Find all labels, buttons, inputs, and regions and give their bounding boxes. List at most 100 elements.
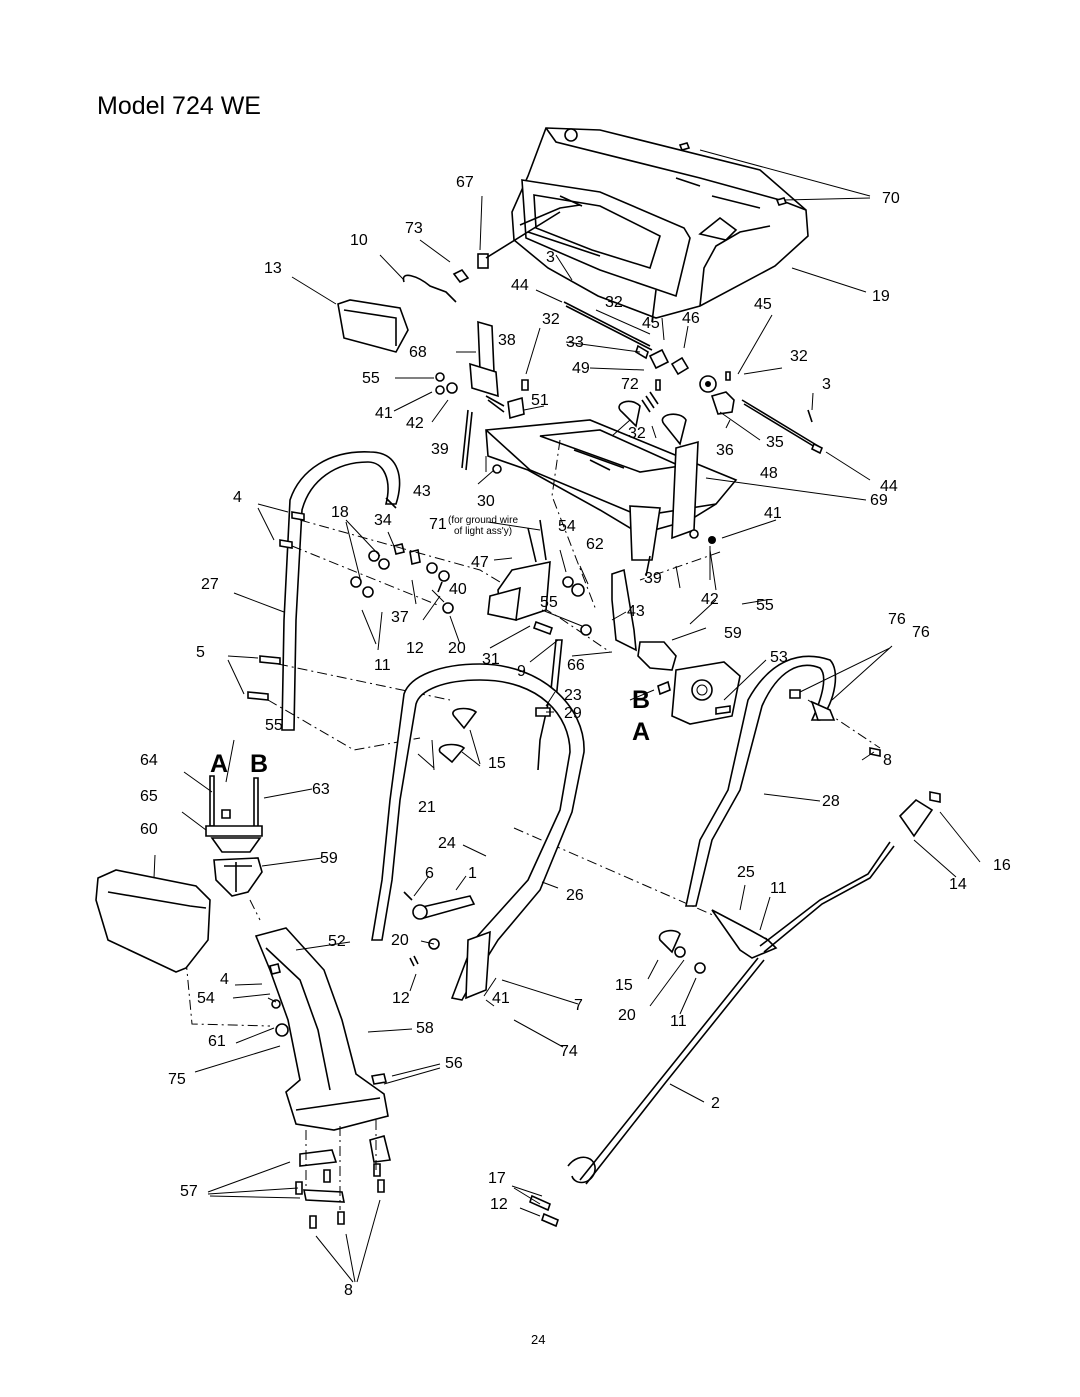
upper-handle-right: [685, 655, 881, 907]
callout-54: 54: [197, 990, 215, 1007]
callout-69: 69: [870, 492, 888, 509]
ground-wire-note-line2: of light ass'y): [453, 526, 513, 537]
callout-73: 73: [405, 220, 423, 237]
callout-15: 15: [615, 977, 633, 994]
callout-9: 9: [517, 663, 526, 680]
callout-28: 28: [822, 793, 840, 810]
callout-39: 39: [644, 570, 662, 587]
callout-18: 18: [331, 504, 349, 521]
callout-76: 76: [888, 611, 906, 628]
callout-26: 26: [566, 887, 584, 904]
screw-70: [678, 142, 788, 206]
callout-5: 5: [196, 644, 205, 661]
callout-8: 8: [883, 752, 892, 769]
callout-49: 49: [572, 360, 590, 377]
callout-76: 76: [912, 624, 930, 641]
callout-54: 54: [558, 518, 576, 535]
light-switch: [402, 211, 561, 303]
callout-7: 7: [574, 997, 583, 1014]
chute-control-rod: [529, 791, 941, 1228]
callout-64: 64: [140, 752, 158, 769]
callout-59: 59: [724, 625, 742, 642]
callout-55: 55: [265, 717, 283, 734]
pivot-plate: [637, 641, 741, 725]
view-letter-a: A: [632, 718, 651, 746]
discharge-chute: [254, 927, 389, 1131]
callout-34: 34: [374, 512, 392, 529]
callout-20: 20: [448, 640, 466, 657]
callout-4: 4: [233, 489, 242, 506]
callout-58: 58: [416, 1020, 434, 1037]
callout-15: 15: [488, 755, 506, 772]
callout-55: 55: [362, 370, 380, 387]
callout-47: 47: [471, 554, 489, 571]
callout-12: 12: [406, 640, 424, 657]
crank-shaft: [403, 891, 476, 967]
callout-41: 41: [492, 990, 510, 1007]
callout-35: 35: [766, 434, 784, 451]
callout-32: 32: [605, 294, 623, 311]
chute-base-clamps: [295, 1120, 391, 1229]
callout-leaders: [153, 149, 981, 1283]
callout-40: 40: [449, 581, 467, 598]
callout-25: 25: [737, 864, 755, 881]
callout-61: 61: [208, 1033, 226, 1050]
callout-33: 33: [566, 334, 584, 351]
callout-42: 42: [406, 415, 424, 432]
shift-rods: [563, 301, 824, 455]
callout-30: 30: [477, 493, 495, 510]
callout-42: 42: [701, 591, 719, 608]
upper-small-parts: [435, 320, 813, 471]
callout-65: 65: [140, 788, 158, 805]
callout-74: 74: [560, 1043, 578, 1060]
callout-67: 67: [456, 174, 474, 191]
callout-13: 13: [264, 260, 282, 277]
callout-6: 6: [425, 865, 434, 882]
callout-32: 32: [790, 348, 808, 365]
chute-deflector: [95, 775, 263, 973]
view-letter-a: A: [210, 750, 229, 778]
callout-62: 62: [586, 536, 604, 553]
callout-17: 17: [488, 1170, 506, 1187]
ground-wire-note-line1: (for ground wire: [448, 515, 519, 526]
callout-46: 46: [682, 310, 700, 327]
callout-20: 20: [391, 932, 409, 949]
callout-55: 55: [756, 597, 774, 614]
callout-56: 56: [445, 1055, 463, 1072]
callout-45: 45: [642, 315, 660, 332]
callout-21: 21: [418, 799, 436, 816]
callout-53: 53: [770, 649, 788, 666]
lamp-housing: [337, 299, 409, 353]
callout-37: 37: [391, 609, 409, 626]
dashboard-panel: [485, 419, 738, 577]
callout-55: 55: [540, 594, 558, 611]
callout-16: 16: [993, 857, 1011, 874]
callout-43: 43: [627, 603, 645, 620]
callout-19: 19: [872, 288, 890, 305]
page-number: 24: [531, 1332, 546, 1347]
callout-32: 32: [628, 425, 646, 442]
callout-68: 68: [409, 344, 427, 361]
callout-38: 38: [498, 332, 516, 349]
callout-10: 10: [350, 232, 368, 249]
callout-24: 24: [438, 835, 456, 852]
callout-11: 11: [770, 880, 787, 897]
callout-59: 59: [320, 850, 338, 867]
callout-27: 27: [201, 576, 219, 593]
callout-1: 1: [468, 865, 477, 882]
callout-43: 43: [413, 483, 431, 500]
callout-75: 75: [168, 1071, 186, 1088]
callout-66: 66: [567, 657, 585, 674]
callout-20: 20: [618, 1007, 636, 1024]
callout-57: 57: [180, 1183, 198, 1200]
callout-23: 23: [564, 687, 582, 704]
callout-36: 36: [716, 442, 734, 459]
callout-44: 44: [511, 277, 529, 294]
callout-29: 29: [564, 705, 582, 722]
callout-70: 70: [882, 190, 900, 207]
callout-48: 48: [760, 465, 778, 482]
callout-41: 41: [375, 405, 393, 422]
callout-71: 71: [429, 516, 447, 533]
